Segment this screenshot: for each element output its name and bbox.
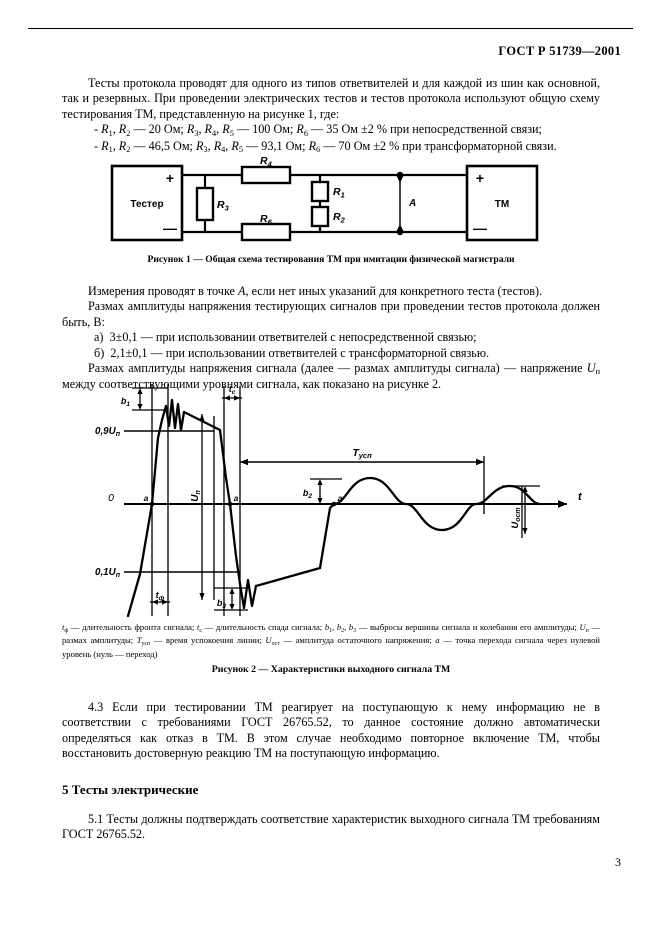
tm-box [465,164,539,242]
resistor-R1 [310,180,330,203]
text-block-middle: Измерения проводят в точке A, если нет и… [62,284,600,393]
label-u-p: Uп [190,490,202,502]
resistor-label-R6: R6 [260,213,273,227]
text-block-section-43: 4.3 Если при тестировании ТМ реагирует н… [62,700,600,762]
resistor-R2 [310,205,330,228]
text-block-section-51: 5.1 Тесты должны подтверждать соответств… [62,812,600,843]
resistor-label-R1: R1 [333,186,345,200]
header-divider [28,28,633,29]
page-number: 3 [615,855,621,869]
list-item-transformer-coupling: - R1, R2 — 46,5 Ом; R3, R4, R5 — 93,1 Ом… [94,138,557,154]
axis-time-label: t [578,491,583,503]
level-label-low: 0,1Uп [95,567,121,579]
figure-2-legend-note: tф — длительность фронта сигнала; tс — д… [62,622,601,659]
list-item-a: а) 3±0,1 — при использовании ответвителе… [94,330,477,345]
waveform-bottom-ringing [238,578,258,610]
label-b1: b1 [121,396,131,408]
paragraph-measurement-point: Измерения проводят в точке A, если нет и… [88,284,543,298]
standard-title: ГОСТ Р 51739—2001 [498,44,621,58]
label-t-fall: tс [229,384,236,396]
level-label-high: 0,9Uп [95,426,121,438]
section-5-heading: 5 Тесты электрические [62,782,199,797]
waveform-damped-ringing [332,476,542,532]
measurement-point-A: A [408,198,416,209]
list-item-b: б) 2,1±0,1 — при использовании ответвите… [94,345,490,360]
waveform-recovery-ramp [254,566,322,588]
waveform-falling-edge [218,428,242,586]
figure-2-caption: Рисунок 2 — Характеристики выходного сиг… [211,664,451,675]
label-t-front: tф [156,590,165,602]
resistor-R6 [240,222,292,242]
tm-label: ТМ [495,199,509,210]
tester-box [110,164,184,242]
waveform-rising-edge [126,404,168,618]
tm-minus-terminal: — [473,220,487,236]
label-point-a3: a [338,493,343,503]
waveform-zero-rise [318,502,336,570]
resistor-label-R3: R3 [217,199,230,213]
figure-2-waveform: b1 tс tф b3 [62,378,600,618]
tester-label: Тестер [130,199,163,210]
waveform-top-plateau [182,410,222,432]
figure-1-caption: Рисунок 1 — Общая схема тестирования ТМ … [147,254,515,265]
tm-plus-terminal: + [476,170,484,186]
figure-1-circuit: Тестер ТМ + — + — R4 R3 R6 R1 R2 A [62,155,600,250]
resistor-label-R2: R2 [333,211,346,225]
label-b2: b2 [303,488,313,500]
waveform-chart-svg: b1 tс tф b3 [95,384,583,618]
resistor-R3 [195,186,215,222]
paragraph-amplitude-swing: Размах амплитуды напряжения тестирующих … [62,299,600,329]
label-u-ost: Uост [510,507,522,528]
label-t-usp: Tусп [352,447,372,460]
resistor-R4 [240,165,292,185]
paragraph-43: 4.3 Если при тестировании ТМ реагирует н… [62,700,600,761]
label-b3: b3 [217,598,227,610]
axis-zero-label: 0 [108,492,114,504]
paragraph-intro: Тесты протокола проводят для одного из т… [62,76,600,121]
label-point-a2: a [234,493,239,503]
time-axis-arrow [558,500,567,508]
waveform-top-ringing [164,398,186,432]
text-block-top: Тесты протокола проводят для одного из т… [62,76,600,155]
zero-crossing-markers [149,501,337,507]
label-point-a1: a [144,493,149,503]
circuit-schematic-svg: Тестер ТМ + — + — R4 R3 R6 R1 R2 A [110,155,539,242]
resistor-label-R4: R4 [260,155,273,169]
tester-minus-terminal: — [163,220,177,236]
tester-plus-terminal: + [166,170,174,186]
list-item-direct-coupling: - R1, R2 — 20 Ом; R3, R4, R5 — 100 Ом; R… [94,122,542,138]
paragraph-51: 5.1 Тесты должны подтверждать соответств… [62,812,600,842]
